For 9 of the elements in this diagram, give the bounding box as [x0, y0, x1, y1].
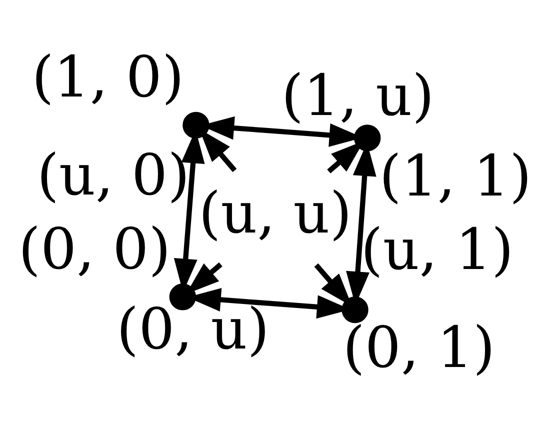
edge-label: (u, 1)	[360, 216, 514, 283]
edge-label: (1, u)	[281, 62, 434, 129]
edge-label: (0, u)	[116, 296, 270, 362]
node-label: (0, 1)	[342, 314, 496, 381]
node-label: (1, 0)	[32, 44, 184, 110]
node-text: (u, u)	[198, 180, 352, 246]
edge-label: (u, 0)	[36, 142, 190, 208]
node-label: (1, 1)	[379, 142, 532, 209]
node-label: (0, 0)	[18, 216, 171, 282]
